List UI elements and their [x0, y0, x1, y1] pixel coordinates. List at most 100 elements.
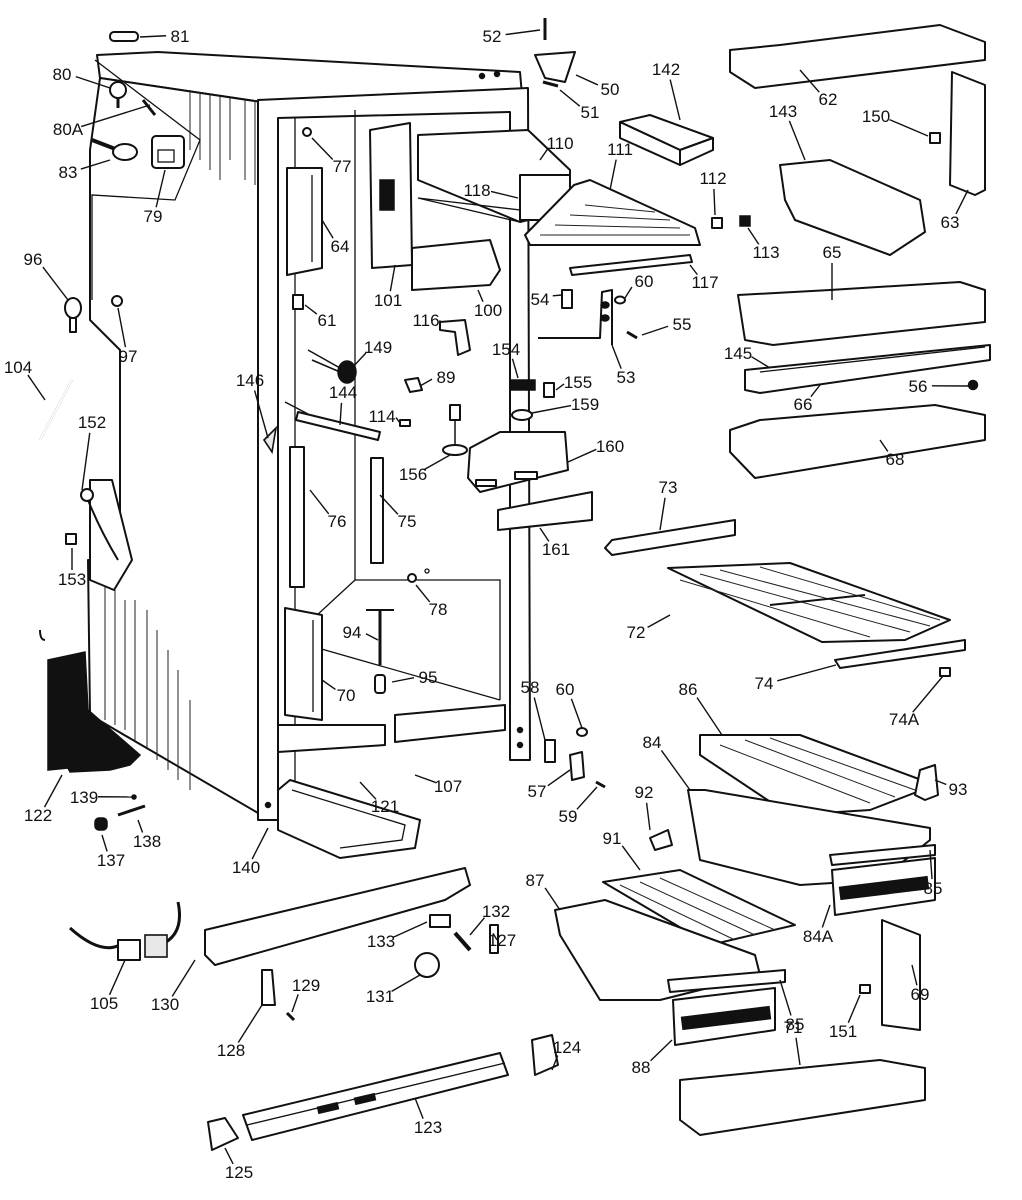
leader-line	[492, 932, 498, 941]
part-number-label: 149	[364, 338, 392, 357]
leader-line	[359, 781, 377, 800]
leader-line	[511, 358, 519, 379]
part-number-label: 76	[328, 512, 347, 531]
callout-143: 143	[769, 102, 806, 161]
part-number-label: 75	[398, 512, 417, 531]
part-63-door-panel	[949, 71, 986, 196]
callout-137: 137	[97, 834, 125, 870]
part-91-shelf	[602, 869, 796, 946]
leader-line	[469, 917, 486, 936]
callout-107: 107	[414, 774, 462, 796]
part-68-door-shelf	[729, 404, 986, 479]
callout-152: 152	[78, 413, 106, 491]
part-number-label: 142	[652, 60, 680, 79]
part-114	[399, 419, 411, 427]
part-86-crisper-cover	[699, 734, 936, 816]
part-number-label: 52	[483, 27, 502, 46]
callout-140: 140	[232, 827, 269, 877]
leader-line	[237, 1004, 263, 1043]
callout-161: 161	[539, 527, 570, 559]
leader-line	[669, 79, 681, 121]
leader-line	[747, 227, 760, 245]
part-number-label: 94	[343, 623, 362, 642]
leader-line	[575, 74, 599, 86]
part-number-label: 121	[371, 797, 399, 816]
part-number-label: 85	[786, 1015, 805, 1034]
leader-line	[641, 325, 669, 336]
leader-line	[539, 527, 550, 542]
leader-line	[43, 774, 63, 808]
part-56	[967, 379, 979, 391]
part-58	[544, 739, 556, 763]
callout-160: 160	[567, 437, 624, 463]
part-57-hinge	[569, 751, 585, 781]
part-number-label: 71	[784, 1018, 803, 1037]
callout-50: 50	[575, 74, 619, 99]
leader-line	[531, 404, 572, 414]
part-number-label: 132	[482, 902, 510, 921]
callout-92: 92	[635, 783, 653, 831]
part-59-screw	[595, 780, 606, 789]
part-60-bottom	[576, 727, 588, 737]
part-62-door-shelf	[729, 24, 986, 89]
callout-118: 118	[463, 181, 519, 200]
part-number-label: 100	[474, 301, 502, 320]
leader-line	[117, 307, 127, 348]
part-number-label: 151	[829, 1022, 857, 1041]
part-number-label: 80	[53, 65, 72, 84]
part-92	[649, 829, 673, 851]
leader-line	[609, 159, 617, 191]
callout-57: 57	[528, 769, 571, 801]
callout-144: 144	[329, 383, 357, 426]
callout-85a: 85	[924, 849, 942, 898]
part-number-label: 64	[331, 237, 350, 256]
leader-line	[224, 1147, 234, 1165]
callout-60a: 60	[624, 272, 653, 299]
part-number-label: 112	[699, 169, 726, 188]
callout-52: 52	[483, 27, 541, 46]
part-117	[569, 254, 693, 276]
part-105-plug	[117, 939, 141, 961]
callout-86: 86	[679, 680, 723, 736]
leader-line	[934, 779, 947, 786]
part-number-label: 113	[752, 243, 779, 262]
leader-line	[533, 697, 546, 741]
cabinet-side-shading	[104, 90, 256, 790]
leader-line	[539, 148, 549, 161]
part-74-bar	[834, 639, 966, 669]
drain-pan	[277, 779, 421, 859]
part-132	[453, 931, 472, 952]
part-133	[429, 914, 451, 928]
part-number-label: 56	[909, 377, 928, 396]
callout-55: 55	[641, 315, 692, 336]
leader-line	[911, 964, 918, 986]
part-137	[94, 817, 108, 831]
part-123-grille	[242, 1052, 509, 1141]
part-number-label: 128	[217, 1041, 245, 1060]
part-number-label: 58	[521, 678, 540, 697]
leader-line	[955, 189, 969, 215]
part-number-label: 78	[429, 600, 448, 619]
leader-line	[570, 698, 583, 729]
part-number-label: 95	[419, 668, 438, 687]
part-116-bracket	[439, 319, 471, 356]
leader-line	[847, 994, 861, 1024]
callout-77: 77	[311, 137, 352, 176]
leader-line	[365, 633, 379, 641]
part-number-label: 83	[59, 163, 78, 182]
part-112	[711, 217, 723, 229]
leader-line	[395, 417, 401, 424]
part-number-label: 104	[4, 358, 32, 377]
callout-72: 72	[627, 614, 671, 642]
part-number-label: 89	[437, 368, 456, 387]
part-number-label: 55	[673, 315, 692, 334]
part-number-label: 77	[333, 157, 352, 176]
part-number-label: 160	[596, 437, 624, 456]
leader-line	[912, 675, 944, 713]
leader-line	[611, 344, 622, 369]
leader-line	[576, 786, 598, 810]
callout-56: 56	[909, 377, 969, 396]
leader-line	[253, 390, 269, 439]
leader-line	[393, 921, 428, 938]
leader-line	[779, 979, 792, 1016]
